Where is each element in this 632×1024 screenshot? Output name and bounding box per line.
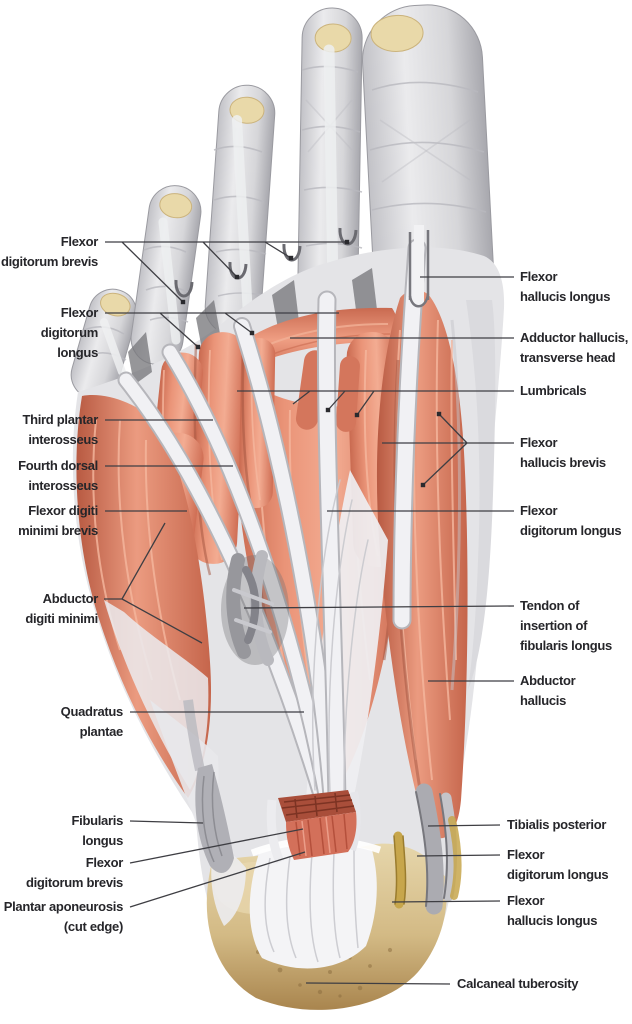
label-line: Flexor	[85, 855, 124, 870]
label-line: Quadratus	[60, 704, 124, 719]
plantar-aponeurosis-cut	[211, 837, 382, 969]
label-line: digitorum longus	[520, 523, 622, 538]
flexor-tendon-fan	[117, 238, 427, 813]
label-line: Tendon of	[520, 598, 580, 613]
leader-flexor-hallucis-longus-bottom	[391, 900, 501, 903]
label-line: Flexor	[520, 269, 558, 284]
label-lumbricals: Lumbricals	[520, 381, 587, 401]
label-quadratus-plantae: Quadratus plantae	[0, 702, 124, 742]
label-line: digitorum brevis	[0, 254, 98, 269]
fibularis-longus-tendon-knot	[221, 550, 289, 666]
label-flexor-hallucis-brevis: Flexor hallucis brevis	[520, 433, 606, 473]
label-flexor-digitorum-longus-top: Flexor digitorum longus	[0, 303, 99, 363]
label-flexor-digitorum-longus-mid: Flexor digitorum longus	[520, 501, 622, 541]
label-line: transverse head	[520, 350, 616, 365]
label-line: Fibularis	[71, 813, 124, 828]
label-line: digitorum longus	[507, 867, 609, 882]
label-line: Flexor digiti	[28, 503, 98, 518]
label-line: Abductor	[42, 591, 99, 606]
leader-flexor-digitorum-brevis-bottom	[129, 828, 304, 864]
label-flexor-digiti-minimi-brevis: Flexor digiti minimi brevis	[0, 501, 98, 541]
leader-fibularis-longus	[129, 820, 204, 824]
label-plantar-aponeurosis: Plantar aponeurosis (cut edge)	[0, 897, 124, 937]
label-abductor-hallucis: Abductor hallucis	[520, 671, 576, 711]
label-line: hallucis longus	[520, 289, 611, 304]
label-line: hallucis	[520, 693, 567, 708]
label-line: Flexor	[60, 234, 99, 249]
label-tendon-insertion-fibularis: Tendon of insertion of fibularis longus	[520, 596, 612, 656]
label-line: interosseus	[28, 478, 98, 493]
label-line: Lumbricals	[520, 383, 587, 398]
label-line: Flexor	[520, 435, 558, 450]
label-line: Abductor	[520, 673, 576, 688]
leader-calcaneal-tuberosity	[305, 982, 451, 985]
label-line: Flexor	[507, 893, 545, 908]
leader-flexor-hallucis-brevis	[382, 411, 514, 488]
leader-abductor-digiti-minimi	[104, 522, 203, 644]
label-line: digitorum brevis	[25, 875, 123, 890]
label-fourth-dorsal-interosseus: Fourth dorsal interosseus	[0, 456, 98, 496]
label-line: Tibialis posterior	[507, 817, 607, 832]
leader-lumbricals	[237, 390, 514, 418]
label-line: Flexor	[507, 847, 545, 862]
leader-tendon-insertion-fibularis	[243, 605, 515, 609]
label-flexor-digitorum-longus-bottom: Flexor digitorum longus	[507, 845, 609, 885]
label-calcaneal-tuberosity: Calcaneal tuberosity	[457, 974, 578, 994]
label-flexor-digitorum-brevis-bottom: Flexor digitorum brevis	[0, 853, 123, 893]
leader-tibialis-posterior	[427, 824, 501, 827]
label-line: longus	[82, 833, 123, 848]
label-line: hallucis brevis	[520, 455, 606, 470]
medial-edge-shadow	[450, 319, 461, 691]
flexor-digitorum-brevis-cut-stump	[266, 790, 361, 864]
leader-flexor-digitorum-brevis-top	[105, 239, 350, 305]
label-line: Flexor	[520, 503, 558, 518]
label-line: Fourth dorsal	[18, 458, 98, 473]
label-line: hallucis longus	[507, 913, 598, 928]
flexor-hallucis-longus-tendon	[393, 831, 406, 909]
label-line: Flexor	[60, 305, 99, 320]
label-line: Plantar aponeurosis	[3, 899, 124, 914]
medial-tendon-bundle	[393, 783, 462, 915]
leader-flexor-digitorum-longus-bottom	[416, 854, 501, 857]
label-line: (cut edge)	[63, 919, 123, 934]
leader-flexor-digitorum-longus-top	[105, 312, 339, 350]
fibularis-longus-tendon	[183, 699, 234, 873]
label-fibularis-longus: Fibularis longus	[0, 811, 124, 851]
label-adductor-hallucis-transverse: Adductor hallucis, transverse head	[520, 328, 628, 368]
label-flexor-hallucis-longus-top: Flexor hallucis longus	[520, 267, 610, 307]
label-flexor-hallucis-longus-bottom: Flexor hallucis longus	[507, 891, 597, 931]
label-line: plantae	[79, 724, 124, 739]
label-line: interosseus	[28, 432, 98, 447]
toes	[70, 4, 494, 400]
label-flexor-digitorum-brevis-top: Flexor digitorum brevis	[0, 232, 98, 272]
label-line: Adductor hallucis,	[520, 330, 629, 345]
label-line: digitorum longus	[40, 325, 99, 360]
label-tibialis-posterior: Tibialis posterior	[507, 815, 606, 835]
label-line: Calcaneal tuberosity	[457, 976, 579, 991]
label-line: Third plantar	[22, 412, 98, 427]
big-toe-tendon-slot	[408, 225, 430, 308]
label-abductor-digiti-minimi: Abductor digiti minimi	[0, 589, 98, 629]
medial-margin	[466, 300, 496, 690]
label-line: insertion of	[520, 618, 588, 633]
label-line: fibularis longus	[520, 638, 612, 653]
leader-plantar-aponeurosis	[129, 851, 306, 908]
label-line: minimi brevis	[18, 523, 98, 538]
label-line: digiti minimi	[25, 611, 98, 626]
label-third-plantar-interosseus: Third plantar interosseus	[0, 410, 98, 450]
